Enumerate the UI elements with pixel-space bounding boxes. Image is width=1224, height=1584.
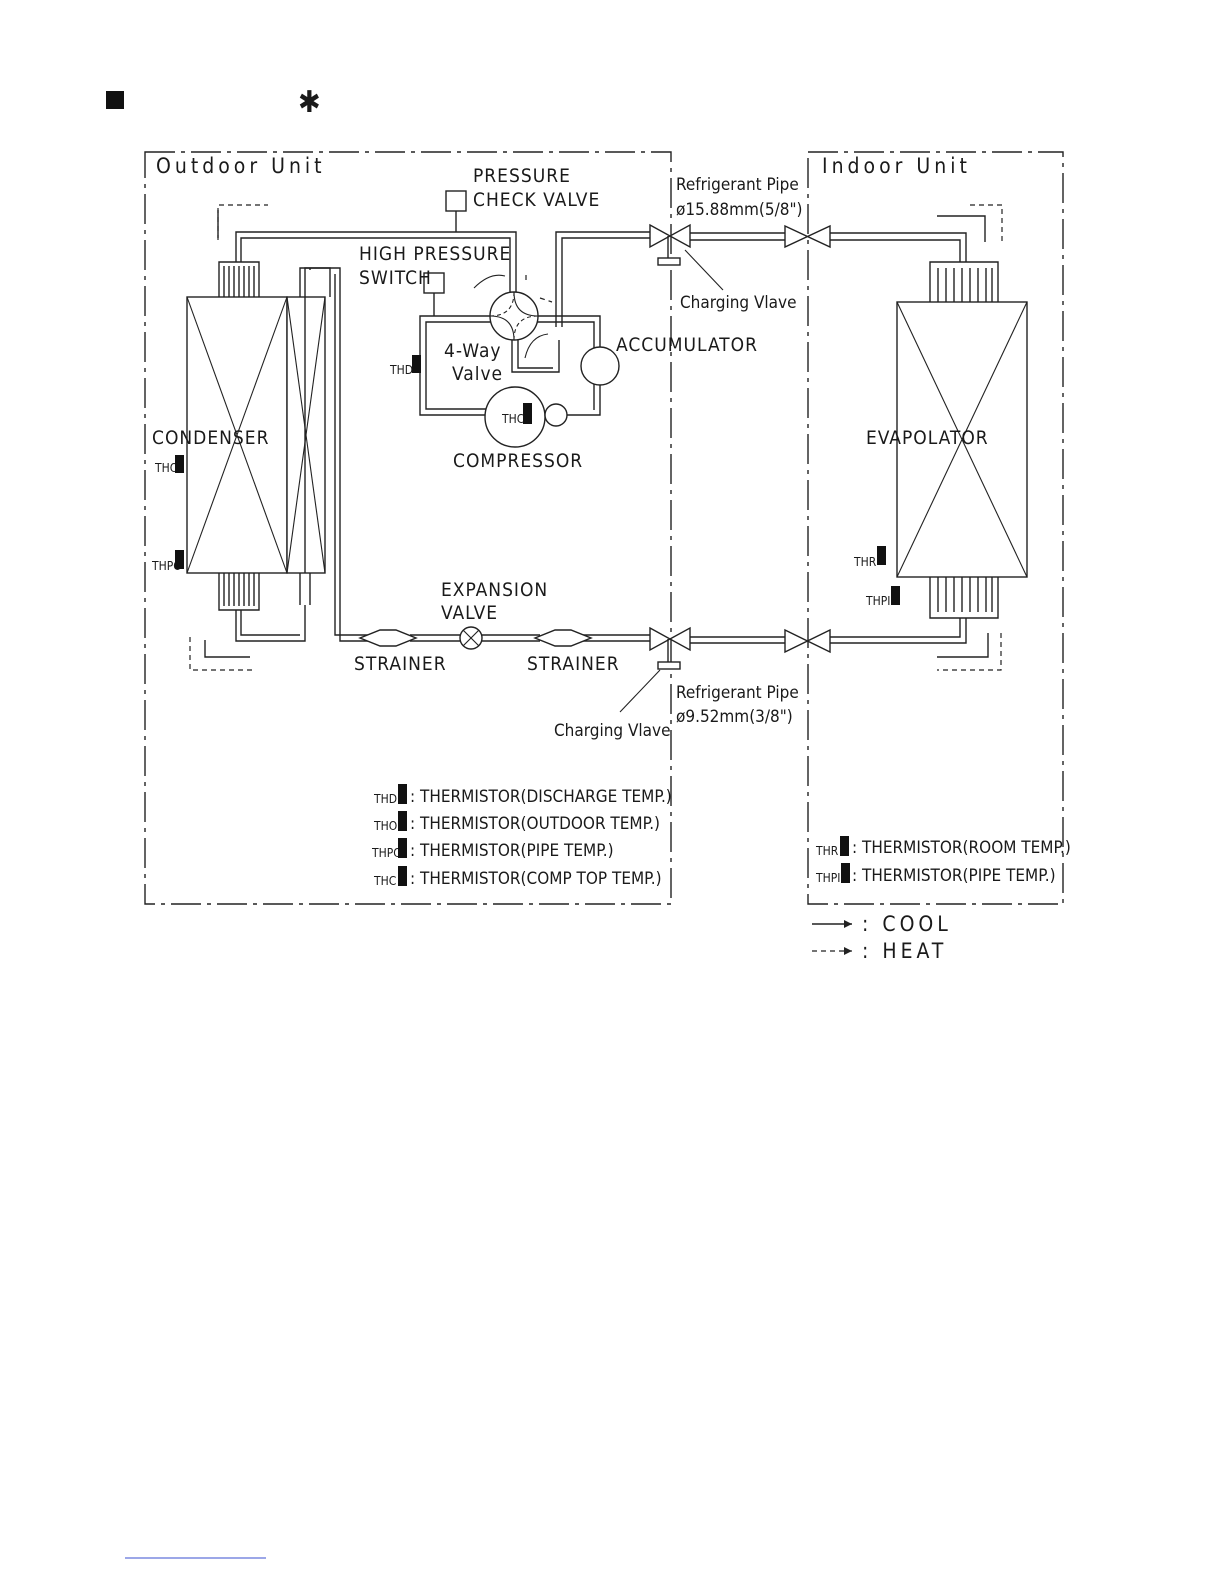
indoor-liquid-pipe: [830, 618, 967, 644]
indoor-unit-title: Indoor Unit: [822, 154, 971, 178]
heat-flow-arrow-evaporator-top: [970, 204, 1003, 242]
accumulator: [580, 346, 620, 386]
thermistor-thc-tag: THC: [501, 403, 532, 426]
pressure-check-valve: [445, 190, 467, 212]
thermistor-thr-tag: THR: [853, 546, 886, 569]
pressure-check-valve-label-2: CHECK VALVE: [473, 189, 600, 211]
outdoor-unit-boundary: [144, 151, 672, 905]
charging-valve-pointer-liquid: [619, 669, 661, 713]
indoor-thermistor-legend: THR : THERMISTOR(ROOM TEMP.) THPI : THER…: [815, 836, 1071, 886]
four-way-valve-label-2: Valve: [452, 363, 503, 385]
strainer-left-label: STRAINER: [354, 653, 447, 675]
flow-legend-heat: : HEAT: [812, 939, 947, 963]
legend-row-thpo: THPO : THERMISTOR(PIPE TEMP.): [371, 838, 614, 861]
thermistor-tho-tag: THO: [154, 455, 184, 475]
expansion-valve-label-2: VALVE: [441, 602, 498, 624]
liquid-interconnect-pipe: [690, 636, 785, 644]
gas-interconnect-pipe: [690, 232, 785, 241]
flow-legend: : COOL : HEAT: [812, 912, 952, 963]
four-way-valve-label-1: 4-Way: [444, 340, 502, 362]
connection-valve-liquid: [784, 628, 831, 654]
cool-flow-arrow-evaporator-bottom: [937, 633, 989, 658]
gas-pipe-size: ø15.88mm(5/8"): [676, 200, 803, 220]
thermistor-thpo-tag: THPO: [151, 550, 184, 573]
indoor-unit-boundary: [807, 151, 1064, 905]
liquid-line-condenser-right: [304, 267, 370, 642]
strainer-left: [358, 629, 418, 647]
liquid-line: [410, 634, 650, 642]
svg-text:THO: THO: [373, 819, 397, 833]
svg-text:: THERMISTOR(PIPE TEMP.): : THERMISTOR(PIPE TEMP.): [410, 841, 614, 861]
svg-text:THC: THC: [501, 412, 524, 426]
svg-text:THPO: THPO: [151, 559, 182, 573]
svg-text:: HEAT: : HEAT: [862, 939, 947, 963]
heat-flow-arrow-condenser-bottom: [189, 637, 252, 671]
compressor-side-tank: [544, 403, 568, 427]
legend-row-thr: THR : THERMISTOR(ROOM TEMP.): [815, 836, 1071, 858]
svg-text:THR: THR: [853, 555, 877, 569]
svg-text:THD: THD: [389, 363, 413, 377]
legend-row-tho: THO : THERMISTOR(OUTDOOR TEMP.): [373, 811, 660, 834]
charging-valve-label-gas: Charging Vlave: [680, 293, 797, 313]
service-valve-liquid: [649, 626, 691, 670]
svg-text:: THERMISTOR(ROOM TEMP.): : THERMISTOR(ROOM TEMP.): [852, 838, 1071, 858]
liquid-pipe-size: ø9.52mm(3/8"): [676, 707, 793, 727]
strainer-right: [533, 629, 593, 647]
legend-row-thd: THD : THERMISTOR(DISCHARGE TEMP.): [373, 784, 672, 807]
thermistor-thpi-tag: THPI: [865, 586, 900, 608]
legend-row-thc: THC : THERMISTOR(COMP TOP TEMP.): [373, 866, 662, 889]
condenser: [186, 261, 331, 611]
flow-legend-cool: : COOL: [812, 912, 952, 936]
section-marker: [106, 91, 124, 109]
gas-line-valve-to-service: [555, 231, 650, 327]
charging-valve-pointer-gas: [684, 249, 724, 291]
outdoor-thermistor-legend: THD : THERMISTOR(DISCHARGE TEMP.) THO : …: [371, 784, 672, 889]
cool-flow-arrow-condenser-bottom: [204, 640, 250, 658]
pressure-check-valve-label-1: PRESSURE: [473, 165, 571, 187]
expansion-valve-label-1: EXPANSION: [441, 579, 548, 601]
outdoor-unit-title: Outdoor Unit: [156, 154, 326, 178]
svg-text:THPI: THPI: [815, 871, 840, 885]
svg-text:: THERMISTOR(OUTDOOR TEMP.): : THERMISTOR(OUTDOOR TEMP.): [410, 814, 660, 834]
heat-flow-arrow-condenser-top: [217, 204, 268, 240]
four-way-valve: [473, 274, 553, 359]
compressor-label: COMPRESSOR: [453, 450, 583, 472]
cool-flow-arrow-evaporator-top: [937, 215, 986, 242]
svg-text:: THERMISTOR(DISCHARGE TEMP.): : THERMISTOR(DISCHARGE TEMP.): [410, 787, 672, 807]
accumulator-label: ACCUMULATOR: [616, 334, 758, 356]
expansion-valve: [459, 626, 483, 650]
condenser-label: CONDENSER: [152, 427, 269, 449]
indoor-gas-pipe: [830, 232, 967, 262]
strainer-right-label: STRAINER: [527, 653, 620, 675]
gas-line-condenser-to-valve: [235, 231, 517, 293]
thermistor-thd-tag: THD: [389, 355, 421, 377]
svg-text:THR: THR: [815, 844, 839, 858]
high-pressure-switch-label-1: HIGH PRESSURE: [359, 243, 511, 265]
svg-text:: THERMISTOR(PIPE TEMP.): : THERMISTOR(PIPE TEMP.): [852, 866, 1056, 886]
svg-text:THD: THD: [373, 792, 397, 806]
svg-text:: THERMISTOR(COMP TOP TEMP.): : THERMISTOR(COMP TOP TEMP.): [410, 869, 662, 889]
svg-text:THO: THO: [154, 461, 178, 475]
svg-text:THPI: THPI: [865, 594, 890, 608]
svg-text:THPO: THPO: [371, 846, 402, 860]
gas-pipe-label: Refrigerant Pipe: [676, 175, 799, 195]
liquid-line-condenser: [235, 605, 306, 642]
svg-text:THC: THC: [373, 874, 396, 888]
high-pressure-switch-label-2: SWITCH: [359, 267, 432, 289]
charging-valve-label-liquid: Charging Vlave: [554, 721, 671, 741]
evaporator-label: EVAPOLATOR: [866, 427, 989, 449]
service-valve-gas: [649, 223, 691, 266]
evaporator: [896, 261, 1028, 619]
legend-row-thpi: THPI : THERMISTOR(PIPE TEMP.): [815, 863, 1056, 886]
accumulator-line: [511, 336, 560, 373]
liquid-pipe-label: Refrigerant Pipe: [676, 683, 799, 703]
svg-text:: COOL: : COOL: [862, 912, 952, 936]
heat-flow-arrow-evaporator-bottom: [937, 633, 1002, 671]
asterisk-mark: ✱: [298, 85, 321, 120]
